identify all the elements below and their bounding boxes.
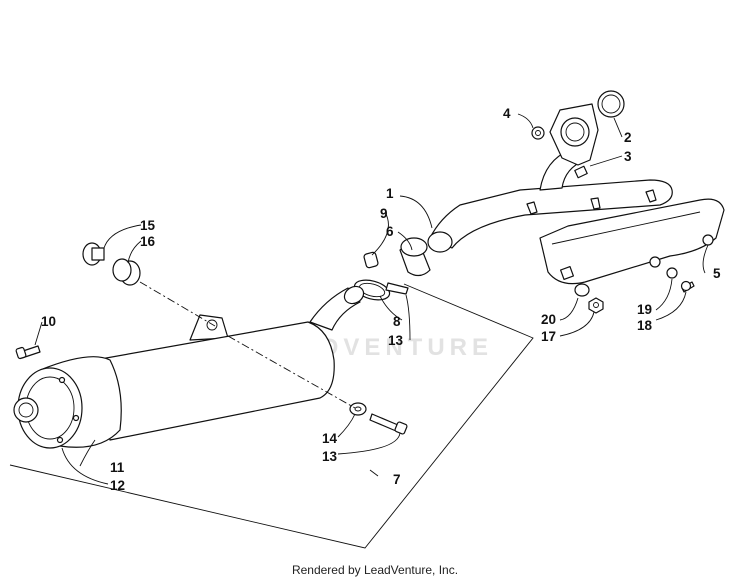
callout-2: 2 xyxy=(624,130,632,145)
callout-11: 11 xyxy=(110,460,125,475)
grommet-part xyxy=(112,258,141,286)
callout-19: 19 xyxy=(637,302,652,317)
callout-13-upper: 13 xyxy=(388,333,404,348)
grommet-collar-part xyxy=(82,242,105,266)
shield-grommet-part xyxy=(574,283,604,314)
callout-12: 12 xyxy=(110,478,125,493)
muffler-part xyxy=(13,285,365,449)
flange-nut-part xyxy=(531,126,545,140)
callout-8: 8 xyxy=(393,314,401,329)
callout-17: 17 xyxy=(541,329,556,344)
callout-6: 6 xyxy=(386,224,394,239)
exhaust-header-pipe-part xyxy=(427,103,673,253)
spring-part xyxy=(363,251,379,269)
callout-15: 15 xyxy=(140,218,156,233)
washer-part xyxy=(349,402,367,416)
callout-9: 9 xyxy=(380,206,388,221)
callout-3: 3 xyxy=(624,149,632,164)
exhaust-gasket-part xyxy=(597,90,625,118)
muffler-assembly-outline xyxy=(9,283,534,549)
pipe-gasket-part xyxy=(399,237,431,277)
callout-5: 5 xyxy=(713,266,721,281)
cap-screw-part xyxy=(369,413,408,435)
callout-1: 1 xyxy=(386,186,394,201)
shield-screw-part xyxy=(666,267,695,293)
callout-10: 10 xyxy=(41,314,56,329)
footer-credit: Rendered by LeadVenture, Inc. xyxy=(291,563,459,577)
muffler-bolt-part xyxy=(15,345,41,360)
callout-13-lower: 13 xyxy=(322,449,338,464)
callout-7: 7 xyxy=(393,472,401,487)
callout-20: 20 xyxy=(541,312,556,327)
callout-4: 4 xyxy=(503,106,511,121)
callout-18: 18 xyxy=(637,318,653,333)
callout-16: 16 xyxy=(140,234,156,249)
callout-14: 14 xyxy=(322,431,338,446)
